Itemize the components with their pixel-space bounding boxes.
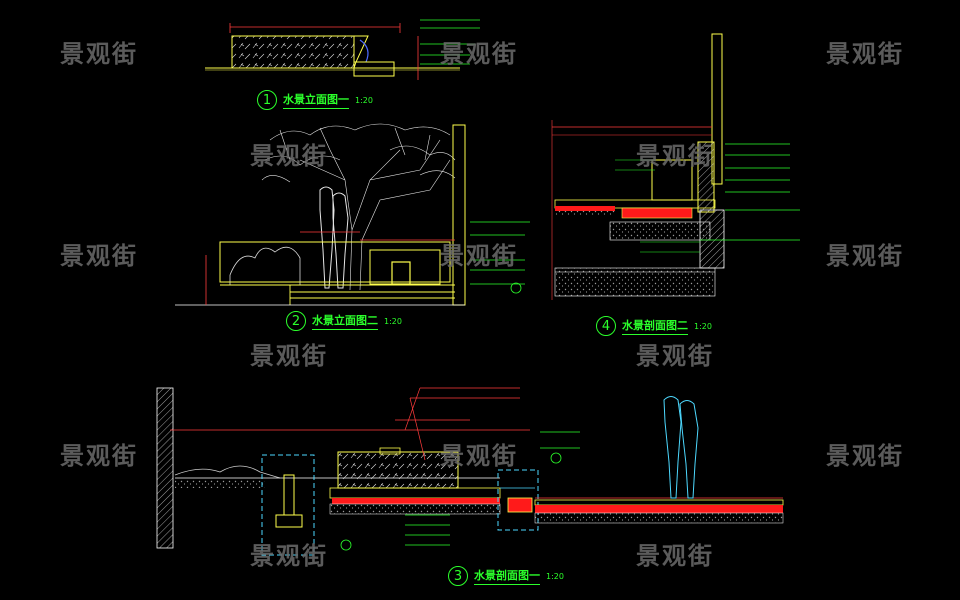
- watermark: 景观街: [440, 442, 518, 470]
- watermark: 景观街: [60, 40, 138, 68]
- watermark: 景观街: [826, 442, 904, 470]
- drawing-title-text: 水景立面图一: [283, 91, 349, 109]
- people-figures: [319, 186, 349, 289]
- drawing-scale: 1:20: [384, 316, 402, 326]
- drawing-2-elevation: [175, 123, 530, 306]
- watermark: 景观街: [250, 542, 328, 570]
- watermark: 景观街: [826, 40, 904, 68]
- drawing-number: 3: [448, 566, 468, 586]
- drawing-title-1: 1 水景立面图一 1:20: [257, 90, 373, 110]
- watermark: 景观街: [636, 142, 714, 170]
- people-figures-section: [663, 396, 699, 499]
- watermark: 景观街: [826, 242, 904, 270]
- drawing-4-section: [551, 33, 800, 300]
- watermark: 景观街: [636, 342, 714, 370]
- watermark: 景观街: [250, 142, 328, 170]
- watermark: 景观街: [440, 40, 518, 68]
- drawing-scale: 1:20: [546, 571, 564, 581]
- drawing-scale: 1:20: [355, 95, 373, 105]
- drawing-number: 4: [596, 316, 616, 336]
- tree-sketch: [261, 123, 456, 291]
- drawing-title-text: 水景剖面图二: [622, 317, 688, 335]
- drawing-number: 2: [286, 311, 306, 331]
- drawing-1-elevation: [205, 19, 480, 80]
- watermark: 景观街: [60, 242, 138, 270]
- watermark: 景观街: [636, 542, 714, 570]
- watermark: 景观街: [440, 242, 518, 270]
- drawing-title-3: 3 水景剖面图一 1:20: [448, 566, 564, 586]
- watermark: 景观街: [60, 442, 138, 470]
- drawing-title-text: 水景立面图二: [312, 312, 378, 330]
- drawing-title-2: 2 水景立面图二 1:20: [286, 311, 402, 331]
- drawing-3-section: [156, 387, 784, 556]
- drawing-scale: 1:20: [694, 321, 712, 331]
- drawing-title-4: 4 水景剖面图二 1:20: [596, 316, 712, 336]
- watermark: 景观街: [250, 342, 328, 370]
- drawing-title-text: 水景剖面图一: [474, 567, 540, 585]
- drawing-number: 1: [257, 90, 277, 110]
